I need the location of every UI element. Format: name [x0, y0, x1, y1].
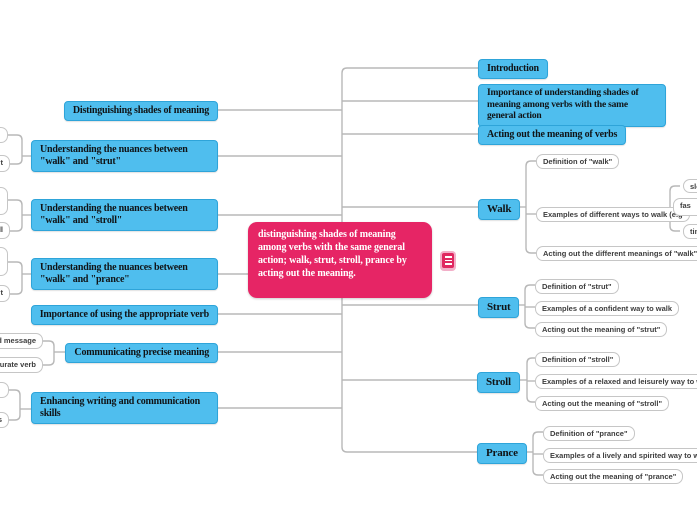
topic-nuances-walk-prance[interactable]: Understanding the nuances between "walk"… — [31, 258, 218, 290]
root-topic[interactable]: distinguishing shades of meaning among v… — [248, 222, 432, 298]
cut-leaf-enhancing-1[interactable] — [0, 382, 9, 398]
leaf-examples-relaxed-walk[interactable]: Examples of a relaxed and leisurely way … — [535, 374, 697, 389]
leaf-examples-lively-walk[interactable]: Examples of a lively and spirited way to… — [543, 448, 697, 463]
topic-communicating-precise-meaning[interactable]: Communicating precise meaning — [65, 343, 218, 363]
topic-prance[interactable]: Prance — [477, 443, 527, 464]
topic-stroll[interactable]: Stroll — [477, 372, 520, 393]
notes-icon[interactable] — [442, 253, 454, 268]
cut-leaf-walk-fast[interactable]: fas — [673, 198, 697, 216]
cut-leaf-strut-1[interactable] — [0, 127, 8, 143]
cut-leaf-stroll-2[interactable]: ll — [0, 222, 10, 239]
leaf-examples-ways-to-walk[interactable]: Examples of different ways to walk (e.g — [536, 207, 690, 222]
leaf-examples-confident-walk[interactable]: Examples of a confident way to walk — [535, 301, 680, 316]
leaf-definition-walk[interactable]: Definition of "walk" — [536, 154, 620, 169]
topic-walk[interactable]: Walk — [478, 199, 521, 220]
topic-importance-understanding-shades[interactable]: Importance of understanding shades of me… — [478, 84, 666, 127]
topic-nuances-walk-stroll[interactable]: Understanding the nuances between "walk"… — [31, 199, 218, 231]
leaf-acting-out-strut[interactable]: Acting out the meaning of "strut" — [535, 322, 668, 337]
leaf-definition-stroll[interactable]: Definition of "stroll" — [535, 352, 621, 367]
cut-leaf-stroll-1[interactable] — [0, 187, 8, 215]
cut-leaf-accurate-verb[interactable]: accurate verb — [0, 357, 43, 373]
topic-distinguishing-shades[interactable]: Distinguishing shades of meaning — [63, 101, 218, 121]
cut-leaf-strut-2[interactable]: t — [0, 155, 10, 172]
topic-enhancing-writing-skills[interactable]: Enhancing writing and communication skil… — [31, 392, 218, 424]
leaf-definition-strut[interactable]: Definition of "strut" — [535, 279, 619, 294]
cut-leaf-walk-timid[interactable]: tim — [683, 224, 697, 239]
topic-acting-out-meaning[interactable]: Acting out the meaning of verbs — [478, 125, 627, 145]
leaf-acting-out-meanings-walk[interactable]: Acting out the different meanings of "wa… — [536, 246, 697, 261]
cut-leaf-prance-1[interactable] — [0, 247, 8, 276]
cut-leaf-desired-message[interactable]: ired message — [0, 333, 43, 349]
cut-leaf-prance-2[interactable]: t — [0, 285, 10, 302]
topic-introduction[interactable]: Introduction — [478, 59, 548, 79]
cut-leaf-enhancing-2[interactable]: s — [0, 412, 9, 428]
topic-importance-appropriate-verb[interactable]: Importance of using the appropriate verb — [30, 305, 218, 325]
leaf-acting-out-stroll[interactable]: Acting out the meaning of "stroll" — [535, 396, 670, 411]
topic-strut[interactable]: Strut — [478, 297, 520, 318]
cut-leaf-walk-slow[interactable]: slo — [683, 179, 697, 193]
leaf-acting-out-prance[interactable]: Acting out the meaning of "prance" — [543, 469, 684, 484]
leaf-definition-prance[interactable]: Definition of "prance" — [543, 426, 635, 441]
topic-nuances-walk-strut[interactable]: Understanding the nuances between "walk"… — [31, 140, 218, 172]
